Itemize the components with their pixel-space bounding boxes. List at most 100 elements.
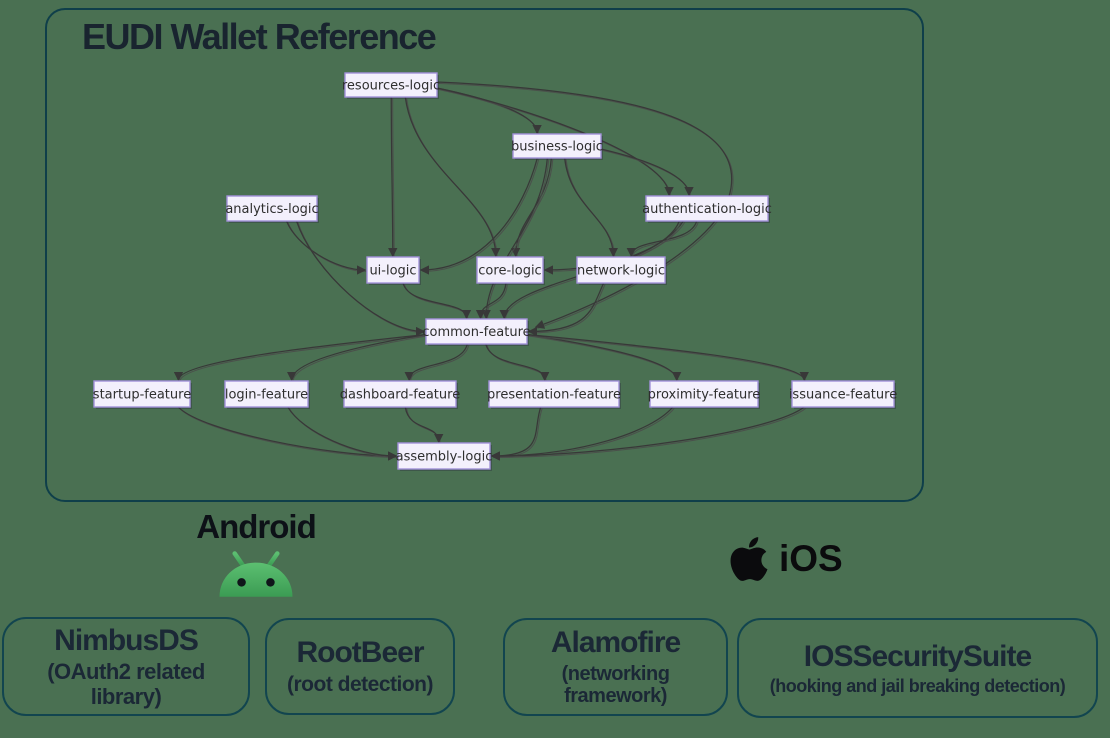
node-box bbox=[512, 133, 602, 159]
edge-line bbox=[487, 159, 550, 320]
edge-line bbox=[516, 159, 554, 258]
node-box bbox=[397, 442, 491, 470]
library-box-rootbeer: RootBeer (root detection) bbox=[265, 618, 455, 715]
edge-presentation-feature--assembly-logic bbox=[490, 406, 542, 461]
edge-line bbox=[179, 335, 428, 382]
android-robot-icon bbox=[219, 551, 293, 597]
android-label: Android bbox=[196, 508, 316, 545]
node-box bbox=[476, 256, 544, 284]
edge-line bbox=[406, 98, 498, 258]
edge-resources-logic--common-feature bbox=[436, 81, 733, 329]
apple-icon bbox=[730, 537, 768, 581]
edge-line bbox=[493, 407, 806, 458]
edge-line bbox=[493, 408, 543, 458]
edge-common-feature--presentation-feature bbox=[485, 343, 550, 382]
node-core-logic: core-logic bbox=[476, 256, 545, 285]
edge-network-logic--common-feature bbox=[527, 282, 605, 337]
edge-resources-logic--ui-logic bbox=[388, 96, 398, 258]
edge-line bbox=[530, 284, 606, 334]
node-box bbox=[343, 380, 457, 408]
node-box bbox=[366, 256, 420, 284]
node-label: presentation-feature bbox=[487, 388, 621, 403]
platform-android: Android bbox=[186, 508, 326, 598]
node-box bbox=[226, 195, 318, 222]
edge-startup-feature--assembly-logic bbox=[177, 406, 398, 461]
node-box bbox=[93, 380, 191, 408]
node-label: authentication-logic bbox=[642, 202, 772, 217]
edge-login-feature--assembly-logic bbox=[287, 406, 398, 461]
edge-line bbox=[565, 159, 616, 258]
node-authentication-logic: authentication-logic bbox=[642, 195, 772, 223]
diagram-title: EUDI Wallet Reference bbox=[82, 16, 437, 57]
edge-line bbox=[422, 159, 540, 272]
node-dashboard-feature: dashboard-feature bbox=[340, 380, 460, 409]
node-label: analytics-logic bbox=[225, 202, 318, 217]
edge-business-logic--authentication-logic bbox=[600, 148, 694, 197]
library-box-nimbusds: NimbusDS (OAuth2 related library) bbox=[2, 617, 250, 716]
node-label: assembly-logic bbox=[396, 450, 493, 465]
edge-line bbox=[288, 408, 398, 458]
edge-line bbox=[403, 284, 469, 320]
platform-ios: iOS bbox=[726, 531, 843, 587]
edge-business-logic--ui-logic bbox=[419, 157, 538, 275]
node-startup-feature: startup-feature bbox=[93, 380, 192, 409]
edge-line bbox=[546, 222, 686, 272]
node-common-feature: common-feature bbox=[422, 318, 531, 346]
edge-resources-logic--core-logic bbox=[404, 96, 501, 258]
edge-analytics-logic--common-feature bbox=[295, 220, 426, 337]
library-name: RootBeer bbox=[296, 636, 424, 670]
node-label: issuance-feature bbox=[789, 388, 897, 403]
node-label: dashboard-feature bbox=[340, 388, 460, 403]
node-box bbox=[645, 195, 769, 222]
dependency-edges bbox=[173, 81, 809, 461]
library-description: (root detection) bbox=[287, 672, 433, 696]
node-ui-logic: ui-logic bbox=[366, 256, 421, 285]
dependency-nodes: resources-logic business-logic analytics-l… bbox=[93, 72, 897, 471]
ios-label: iOS bbox=[779, 538, 843, 579]
edge-line bbox=[392, 98, 395, 258]
library-description: (hooking and jail breaking detection) bbox=[769, 676, 1066, 697]
edge-line bbox=[438, 82, 734, 329]
node-label: business-logic bbox=[511, 140, 603, 155]
edge-ui-logic--common-feature bbox=[402, 282, 472, 320]
edge-line bbox=[486, 345, 547, 382]
node-label: proximity-feature bbox=[648, 388, 761, 403]
edge-line bbox=[528, 335, 679, 382]
library-description: (networking framework) bbox=[561, 662, 670, 708]
node-analytics-logic: analytics-logic bbox=[225, 195, 319, 223]
edge-business-logic--network-logic bbox=[564, 157, 618, 258]
library-box-alamofire: Alamofire (networking framework) bbox=[503, 618, 728, 716]
edge-analytics-logic--ui-logic bbox=[285, 220, 367, 275]
node-network-logic: network-logic bbox=[576, 256, 667, 285]
node-label: startup-feature bbox=[93, 388, 191, 403]
edge-proximity-feature--assembly-logic bbox=[490, 406, 674, 461]
edge-issuance-feature--assembly-logic bbox=[490, 406, 805, 461]
edge-common-feature--startup-feature bbox=[173, 333, 427, 382]
node-box bbox=[344, 72, 438, 98]
edge-line bbox=[602, 149, 691, 197]
diagram-container bbox=[45, 8, 924, 502]
node-box bbox=[791, 380, 895, 408]
node-login-feature: login-feature bbox=[224, 380, 310, 409]
node-assembly-logic: assembly-logic bbox=[396, 442, 493, 471]
edge-line bbox=[528, 335, 807, 382]
library-description: (OAuth2 related library) bbox=[47, 659, 205, 709]
edge-core-logic--common-feature bbox=[475, 282, 507, 320]
edge-dashboard-feature--assembly-logic bbox=[404, 406, 444, 444]
edge-line bbox=[406, 408, 441, 444]
node-box bbox=[576, 256, 666, 284]
edge-line bbox=[493, 408, 675, 458]
node-resources-logic: resources-logic bbox=[342, 72, 440, 99]
node-issuance-feature: issuance-feature bbox=[789, 380, 897, 409]
node-box bbox=[488, 380, 620, 408]
node-box bbox=[649, 380, 759, 408]
library-name: Alamofire bbox=[550, 626, 681, 660]
library-name: NimbusDS bbox=[54, 623, 199, 657]
edge-common-feature--dashboard-feature bbox=[404, 343, 468, 382]
edge-authentication-logic--network-logic bbox=[626, 220, 698, 258]
node-presentation-feature: presentation-feature bbox=[487, 380, 621, 409]
edge-common-feature--issuance-feature bbox=[526, 333, 809, 382]
node-label: resources-logic bbox=[342, 79, 440, 94]
node-label: login-feature bbox=[225, 388, 308, 403]
